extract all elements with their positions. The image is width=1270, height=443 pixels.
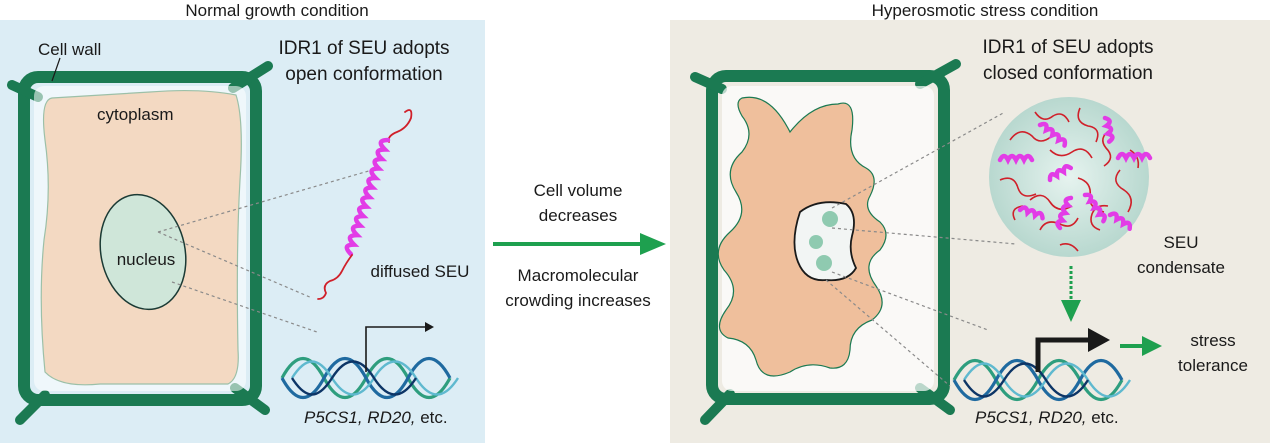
left-dna — [280, 357, 460, 399]
right-nucleus — [793, 201, 858, 282]
outcome-arrow — [1142, 336, 1162, 356]
right-genes-etc: etc. — [1087, 408, 1119, 427]
left-nucleus — [99, 193, 187, 311]
left-genes-italic: P5CS1, RD20, — [304, 408, 416, 427]
transition-top-line1: Cell volume — [534, 181, 623, 200]
transition-bottom-line2: crowding increases — [505, 291, 651, 310]
nuclear-condensate-2 — [809, 235, 823, 249]
cell-wall-label: Cell wall — [38, 40, 101, 59]
left-promoter-arrow — [365, 322, 434, 372]
left-idr-label-line1: IDR1 of SEU adopts — [278, 38, 449, 59]
left-genes-label: P5CS1, RD20, etc. — [304, 408, 448, 427]
transition: Cell volume decreases Macromolecular cro… — [493, 181, 666, 310]
nucleus-label: nucleus — [117, 250, 176, 269]
right-panel-title: Hyperosmotic stress condition — [872, 1, 1099, 20]
right-panel: Hyperosmotic stress condition IDR1 of SE… — [670, 1, 1270, 443]
right-idr-label-line2: closed conformation — [983, 63, 1153, 84]
condensate-to-dna-arrow-head — [1061, 300, 1081, 322]
right-guide-lines — [825, 111, 1017, 387]
condensate-label-line2: condensate — [1137, 258, 1225, 277]
nuclear-condensate-1 — [822, 211, 838, 227]
open-idr-protein — [317, 109, 413, 300]
right-genes-italic: P5CS1, RD20, — [975, 408, 1087, 427]
right-dna — [952, 359, 1132, 401]
outcome-label-line1: stress — [1190, 331, 1235, 350]
left-panel-title: Normal growth condition — [185, 1, 368, 20]
right-idr-label-line1: IDR1 of SEU adopts — [982, 37, 1153, 58]
nuclear-condensate-3 — [816, 255, 832, 271]
left-genes-etc: etc. — [416, 408, 448, 427]
cytoplasm-label: cytoplasm — [97, 105, 174, 124]
right-promoter-arrow-head — [1088, 328, 1110, 352]
seu-condensate-zoom — [989, 97, 1153, 257]
condensate-label-line1: SEU — [1164, 233, 1199, 252]
left-panel: Normal growth condition Cell wall cytopl… — [0, 1, 485, 443]
outcome-label-line2: tolerance — [1178, 356, 1248, 375]
diffused-seu-label: diffused SEU — [371, 262, 470, 281]
transition-bottom-line1: Macromolecular — [518, 266, 639, 285]
left-guide-lines — [157, 169, 373, 333]
transition-arrow — [640, 233, 666, 255]
right-promoter-arrow — [1035, 337, 1090, 372]
left-idr-label-line2: open conformation — [285, 64, 442, 85]
transition-top-line2: decreases — [539, 206, 617, 225]
right-genes-label: P5CS1, RD20, etc. — [975, 408, 1119, 427]
